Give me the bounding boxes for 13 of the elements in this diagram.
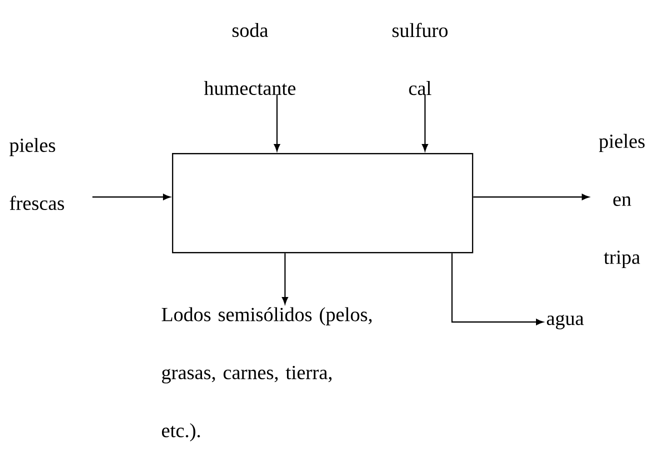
arrow: [92, 194, 170, 200]
arrow: [422, 94, 428, 152]
text-label: soda humectante: [204, 22, 296, 96]
text-label: sulfuro cal: [392, 22, 448, 96]
text-label: agua: [546, 314, 584, 330]
arrow: [451, 253, 544, 326]
text-label: pieles frescas: [10, 138, 64, 210]
arrow: [473, 194, 589, 200]
arrow: [282, 253, 288, 304]
text-label: pieles en tripa: [599, 134, 645, 268]
process-box: [172, 153, 474, 254]
text-label: Lodos semisólidos (pelos, grasas, carnes, tierra, etc.).: [162, 307, 372, 442]
arrow: [274, 94, 280, 152]
